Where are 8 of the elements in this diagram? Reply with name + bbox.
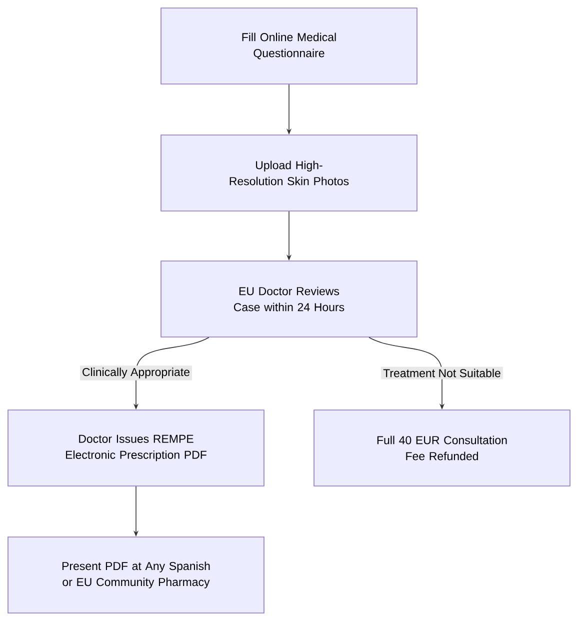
process-box: Full 40 EUR Consultation Fee Refunded	[314, 410, 570, 486]
process-box: EU Doctor Reviews Case within 24 Hours	[160, 260, 418, 338]
edge-label: Clinically Appropriate	[80, 366, 192, 380]
edge-label: Treatment Not Suitable	[381, 366, 503, 380]
process-box: Fill Online Medical Questionnaire	[160, 8, 418, 84]
process-box: Present PDF at Any Spanish or EU Community Pharmacy	[8, 536, 264, 614]
process-box: Upload High-Resolution Skin Photos	[160, 134, 418, 212]
process-box: Doctor Issues REMPE Electronic Prescription PDF	[8, 410, 264, 486]
